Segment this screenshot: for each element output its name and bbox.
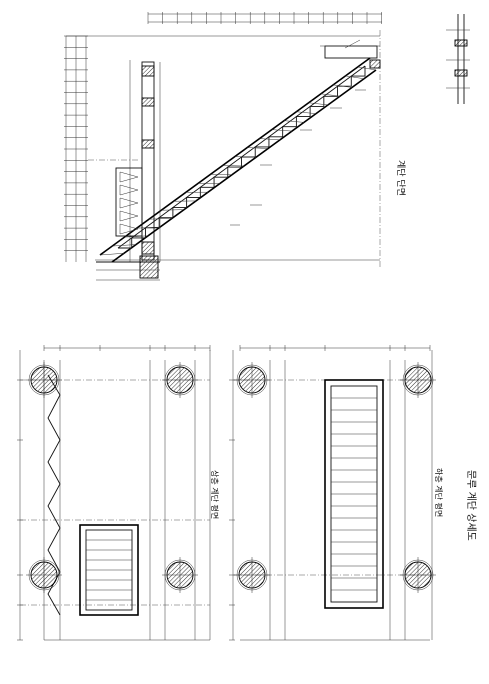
section-base [96, 255, 160, 281]
section-top-dimension-chain [147, 12, 382, 24]
top-landing-detail [320, 45, 381, 69]
sheet-title: 문루 계단 상세도 [465, 470, 477, 541]
section-left-dimension-chain [64, 35, 88, 262]
upper-stair-plan-view: 상층 계단 평면 [17, 345, 220, 641]
lower-plan-title: 하층 계단 평면 [434, 468, 444, 517]
section-title: 계단 단면 [395, 160, 407, 196]
section-leader-notes [230, 39, 366, 226]
upper-plan-title: 상층 계단 평면 [210, 470, 220, 519]
stair-stringer [99, 57, 377, 263]
upper-plan-stair-flight [79, 524, 139, 616]
small-detail-symbol [446, 14, 470, 104]
lower-plan-stair-flight [324, 379, 384, 609]
lower-stair-plan-view: 하층 계단 평면 [229, 345, 444, 641]
balustrade-panel [115, 167, 143, 237]
stair-section-view: 계단 단면 [64, 12, 470, 281]
